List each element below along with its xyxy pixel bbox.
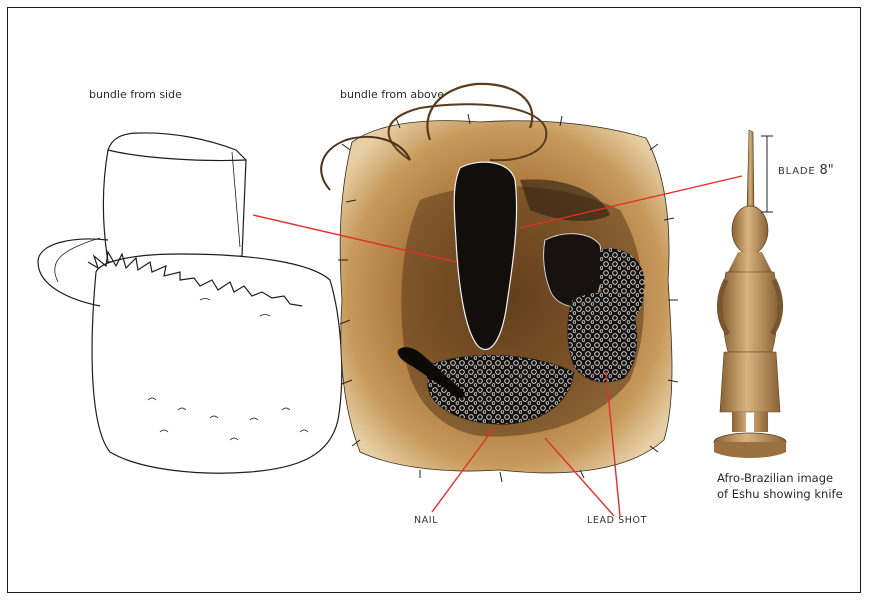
blade-dimension-bracket	[761, 136, 773, 212]
statue-caption-line-1: Afro-Brazilian image	[717, 470, 843, 486]
bundle-side-drawing	[38, 133, 342, 473]
label-nail: NAIL	[414, 515, 438, 526]
blade-size-value: 8"	[820, 163, 834, 178]
statue-caption: Afro-Brazilian image of Eshu showing kni…	[717, 470, 843, 502]
label-bundle-from-side: bundle from side	[89, 88, 182, 101]
blade-word: BLADE	[778, 166, 816, 177]
label-blade-size: BLADE 8"	[778, 163, 834, 178]
label-lead-shot: LEAD SHOT	[587, 515, 647, 526]
eshu-statue-drawing	[714, 130, 786, 458]
statue-caption-line-2: of Eshu showing knife	[717, 486, 843, 502]
bundle-above-drawing	[321, 84, 678, 482]
label-bundle-from-above: bundle from above	[340, 88, 444, 101]
